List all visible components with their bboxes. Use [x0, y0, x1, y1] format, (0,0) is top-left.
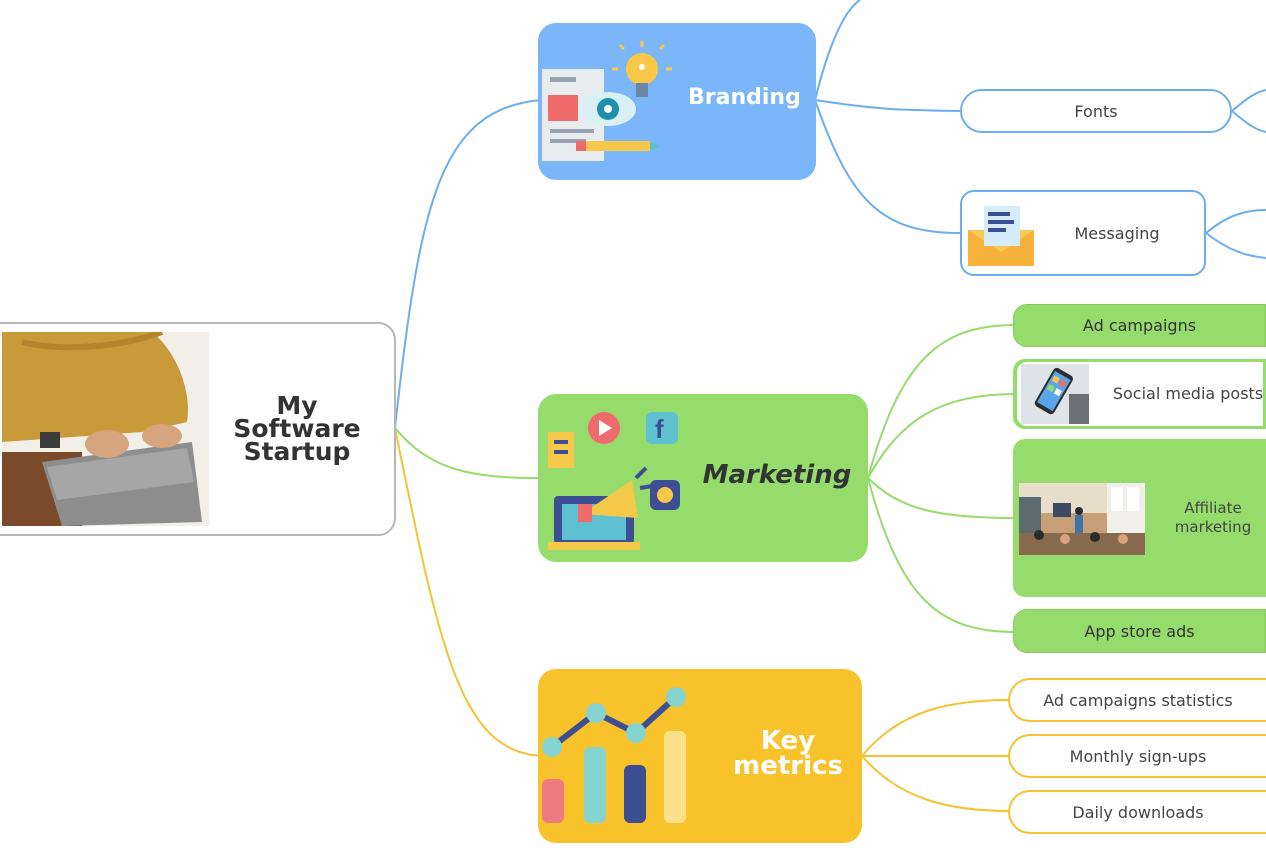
root-photo-laptop — [2, 332, 209, 526]
app-store-ads-label: App store ads — [1084, 621, 1195, 641]
branding-title: Branding — [688, 85, 801, 110]
app-store-ads-node[interactable]: App store ads — [1013, 609, 1266, 653]
connector-root-marketing — [394, 427, 541, 479]
affiliate-marketing-node[interactable]: Affiliate marketing — [1013, 439, 1266, 597]
ad-campaigns-label: Ad campaigns — [1082, 316, 1197, 335]
key-metrics-title-line-2: metrics — [733, 751, 843, 781]
marketing-node[interactable]: f Marketing — [538, 394, 868, 562]
messaging-node[interactable]: Messaging — [960, 190, 1206, 276]
monthly-signups-node[interactable]: Monthly sign-ups — [1008, 734, 1266, 778]
affiliate-marketing-label: Affiliate marketing — [1163, 499, 1263, 537]
root-title: My Software Startup — [232, 391, 362, 466]
key-metrics-title: Key metrics — [718, 726, 858, 781]
root-node[interactable]: My Software Startup — [0, 322, 396, 536]
connector-marketing-app-store — [867, 477, 1016, 633]
connector-marketing-social — [867, 393, 1016, 479]
connector-branding-top — [814, 0, 861, 101]
affiliate-marketing-label-line-2: marketing — [1174, 518, 1252, 536]
connector-branding-messaging — [814, 99, 961, 234]
connector-fonts-out-2 — [1231, 110, 1266, 133]
root-title-line-2: Software — [233, 414, 361, 443]
affiliate-marketing-label-line-1: Affiliate — [1184, 499, 1242, 517]
branding-icon — [542, 41, 672, 161]
social-media-posts-label: Social media posts — [1112, 384, 1264, 403]
messaging-label: Messaging — [1074, 224, 1160, 243]
connector-messaging-out-1 — [1205, 209, 1266, 234]
connector-fonts-out-1 — [1231, 89, 1266, 112]
daily-downloads-node[interactable]: Daily downloads — [1008, 790, 1266, 834]
chart-growth-icon — [542, 687, 686, 823]
connector-metrics-daily — [861, 755, 1011, 812]
connector-messaging-out-2 — [1205, 232, 1266, 259]
root-title-line-3: Startup — [243, 437, 351, 466]
monthly-signups-label: Monthly sign-ups — [1069, 746, 1207, 766]
office-photo — [1019, 483, 1145, 555]
fonts-node[interactable]: Fonts — [960, 89, 1232, 133]
daily-downloads-label: Daily downloads — [1072, 802, 1204, 822]
connector-marketing-affiliate — [867, 477, 1016, 519]
social-media-posts-node[interactable]: Social media posts — [1013, 359, 1266, 429]
branding-node[interactable]: Branding — [538, 23, 816, 180]
key-metrics-title-line-1: Key — [760, 726, 816, 756]
connector-metrics-ad-stats — [861, 699, 1011, 757]
fonts-label: Fonts — [1074, 101, 1118, 121]
ad-campaigns-statistics-label: Ad campaigns statistics — [1043, 690, 1233, 710]
root-title-line-1: My — [276, 391, 318, 420]
ad-campaigns-statistics-node[interactable]: Ad campaigns statistics — [1008, 678, 1266, 722]
marketing-title: Marketing — [702, 460, 852, 490]
key-metrics-node[interactable]: Key metrics — [538, 669, 862, 843]
connector-marketing-ad-campaigns — [867, 324, 1016, 479]
connector-branding-fonts — [814, 99, 961, 112]
smartphone-photo — [1021, 364, 1089, 424]
marketing-icon: f — [548, 412, 680, 550]
connector-root-branding — [394, 99, 541, 429]
ad-campaigns-node[interactable]: Ad campaigns — [1013, 304, 1266, 347]
connector-root-key-metrics — [394, 427, 541, 757]
envelope-icon — [968, 206, 1034, 266]
svg-text:f: f — [655, 414, 664, 444]
